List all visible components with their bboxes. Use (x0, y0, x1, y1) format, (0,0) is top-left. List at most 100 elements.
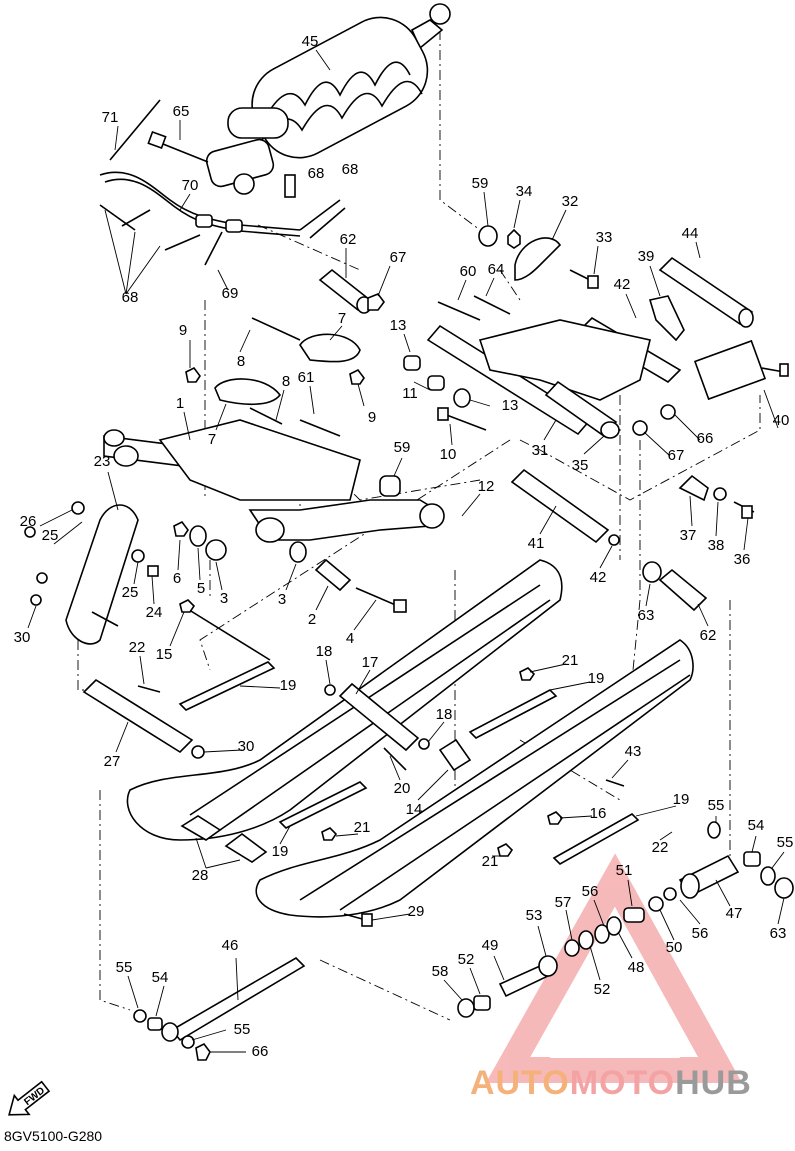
part-callout-9: 9 (179, 322, 187, 339)
part-callout-59: 59 (394, 439, 411, 456)
part-callout-20: 20 (394, 780, 411, 797)
part-callout-66: 66 (697, 430, 714, 447)
part-callout-55: 55 (708, 797, 725, 814)
part-callout-45: 45 (302, 33, 319, 50)
part-callout-61: 61 (298, 369, 315, 386)
part-callout-18: 18 (436, 706, 453, 723)
part-callout-56: 56 (582, 883, 599, 900)
part-callout-66: 66 (252, 1043, 269, 1060)
front-bushings (173, 520, 407, 613)
part-callout-32: 32 (562, 193, 579, 210)
shock-bolt (147, 130, 209, 163)
part-callout-57: 57 (555, 894, 572, 911)
part-callout-16: 16 (590, 805, 607, 822)
part-callout-21: 21 (482, 853, 499, 870)
part-callout-42: 42 (590, 569, 607, 586)
part-callout-40: 40 (773, 412, 790, 429)
part-callout-3: 3 (278, 591, 286, 608)
part-callout-68: 68 (308, 165, 325, 182)
part-callout-53: 53 (526, 907, 543, 924)
part-callout-41: 41 (528, 535, 545, 552)
part-callout-1: 1 (176, 395, 184, 412)
part-callout-48: 48 (628, 959, 645, 976)
part-callout-12: 12 (478, 478, 495, 495)
watermark-triangle-icon (485, 853, 743, 1083)
part-callout-52: 52 (594, 981, 611, 998)
part-callout-50: 50 (666, 939, 683, 956)
part-callout-17: 17 (362, 654, 379, 671)
part-callout-18: 18 (316, 643, 333, 660)
part-callout-19: 19 (280, 677, 297, 694)
part-callout-6: 6 (173, 570, 181, 587)
part-callout-55: 55 (116, 959, 133, 976)
wire-harness (99, 99, 346, 266)
part-callout-30: 30 (14, 629, 31, 646)
part-callout-62: 62 (700, 627, 717, 644)
part-callout-10: 10 (440, 446, 457, 463)
part-callout-19: 19 (673, 791, 690, 808)
part-callout-49: 49 (482, 937, 499, 954)
slide-rail-right (255, 639, 694, 918)
part-callout-43: 43 (625, 743, 642, 760)
part-callout-59: 59 (472, 175, 489, 192)
part-callout-34: 34 (516, 183, 533, 200)
part-callout-35: 35 (572, 457, 589, 474)
watermark-logo: AUTOMOTOHUB (470, 1064, 752, 1103)
part-callout-29: 29 (408, 903, 425, 920)
bushings-middle (403, 355, 487, 431)
part-callout-13: 13 (390, 317, 407, 334)
front-links (185, 317, 365, 425)
forward-arrow-icon: FWD (8, 1080, 51, 1116)
shock-absorber (205, 3, 451, 198)
part-callout-71: 71 (102, 109, 119, 126)
part-callout-62: 62 (340, 231, 357, 248)
upper-tube (648, 256, 789, 377)
part-callout-28: 28 (192, 867, 209, 884)
part-callout-31: 31 (532, 442, 549, 459)
part-callout-2: 2 (308, 611, 316, 628)
part-callout-38: 38 (708, 537, 725, 554)
part-callout-46: 46 (222, 937, 239, 954)
part-callout-39: 39 (638, 248, 655, 265)
upper-right-hardware (478, 225, 599, 289)
part-callout-33: 33 (596, 229, 613, 246)
part-callout-37: 37 (680, 527, 697, 544)
part-callout-9: 9 (368, 409, 376, 426)
part-callout-19: 19 (588, 670, 605, 687)
part-callout-51: 51 (616, 862, 633, 879)
part-callout-63: 63 (638, 607, 655, 624)
diagram-code: 8GV5100-G280 (4, 1128, 103, 1144)
part-callout-55: 55 (777, 834, 794, 851)
upper-shaft (318, 268, 385, 314)
part-callout-22: 22 (652, 839, 669, 856)
watermark-part3: HUB (675, 1064, 752, 1102)
watermark-part1: AUTO (470, 1064, 570, 1102)
part-callout-58: 58 (432, 963, 449, 980)
part-callout-30: 30 (238, 738, 255, 755)
part-callout-47: 47 (726, 905, 743, 922)
part-callout-70: 70 (182, 177, 199, 194)
part-callout-60: 60 (460, 263, 477, 280)
part-callout-56: 56 (692, 925, 709, 942)
part-callout-5: 5 (197, 580, 205, 597)
part-callout-44: 44 (682, 225, 699, 242)
part-callout-42: 42 (614, 276, 631, 293)
part-callout-8: 8 (237, 353, 245, 370)
part-callout-26: 26 (20, 513, 37, 530)
part-callout-22: 22 (129, 639, 146, 656)
part-callout-68: 68 (342, 161, 359, 178)
part-callout-19: 19 (272, 843, 289, 860)
watermark-part2: MOTO (569, 1064, 676, 1102)
part-callout-21: 21 (354, 819, 371, 836)
part-callout-4: 4 (346, 630, 354, 647)
part-callout-13: 13 (502, 397, 519, 414)
part-callout-64: 64 (488, 261, 505, 278)
part-callout-36: 36 (734, 551, 751, 568)
cross-shaft (510, 468, 755, 612)
part-callout-65: 65 (173, 103, 190, 120)
part-callout-54: 54 (152, 969, 169, 986)
part-callout-63: 63 (770, 925, 787, 942)
part-callout-27: 27 (104, 753, 121, 770)
rear-shaft (82, 678, 268, 863)
